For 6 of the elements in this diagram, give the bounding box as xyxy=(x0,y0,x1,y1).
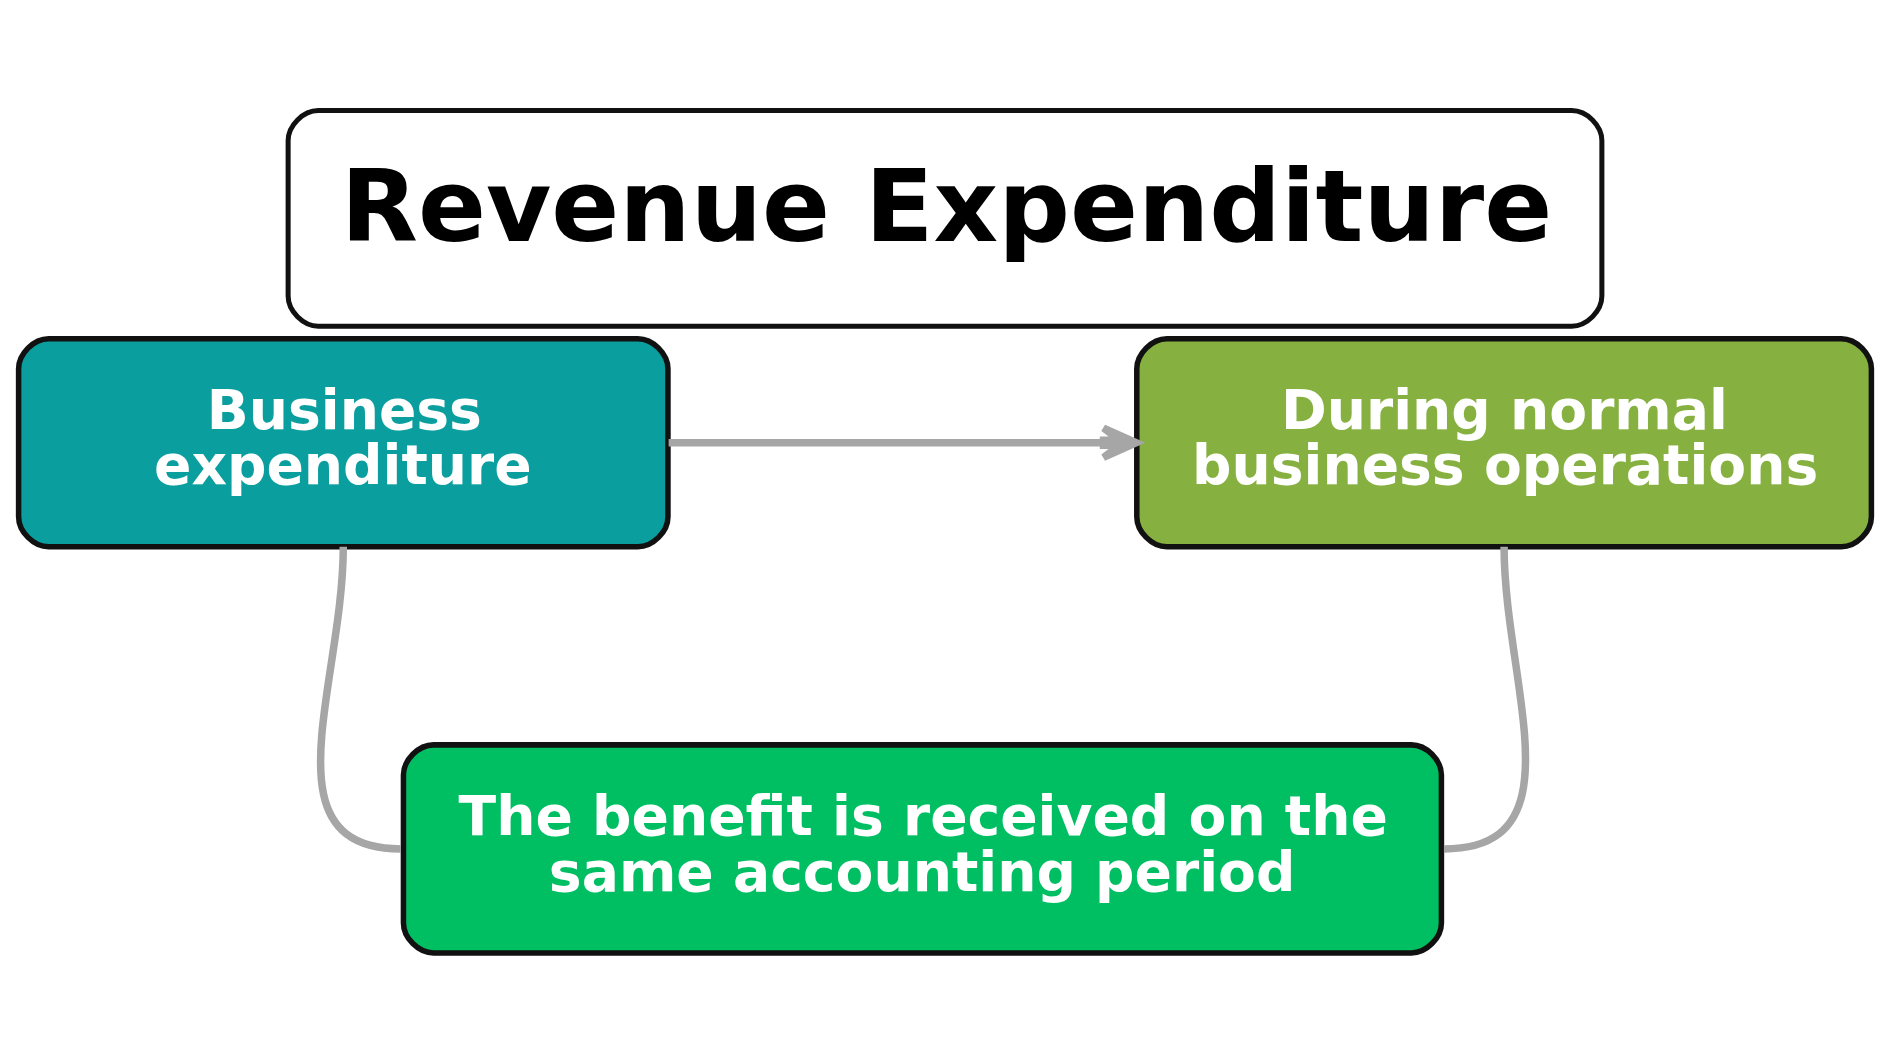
diagram-title: Revenue Expenditure xyxy=(340,147,1553,265)
connector xyxy=(1443,546,1530,853)
node-box: The benefit is received on the same accounting period xyxy=(400,741,1445,956)
node-box: Business expenditure xyxy=(15,335,671,550)
connector xyxy=(317,546,402,853)
node-box: During normal business operations xyxy=(1134,335,1875,550)
